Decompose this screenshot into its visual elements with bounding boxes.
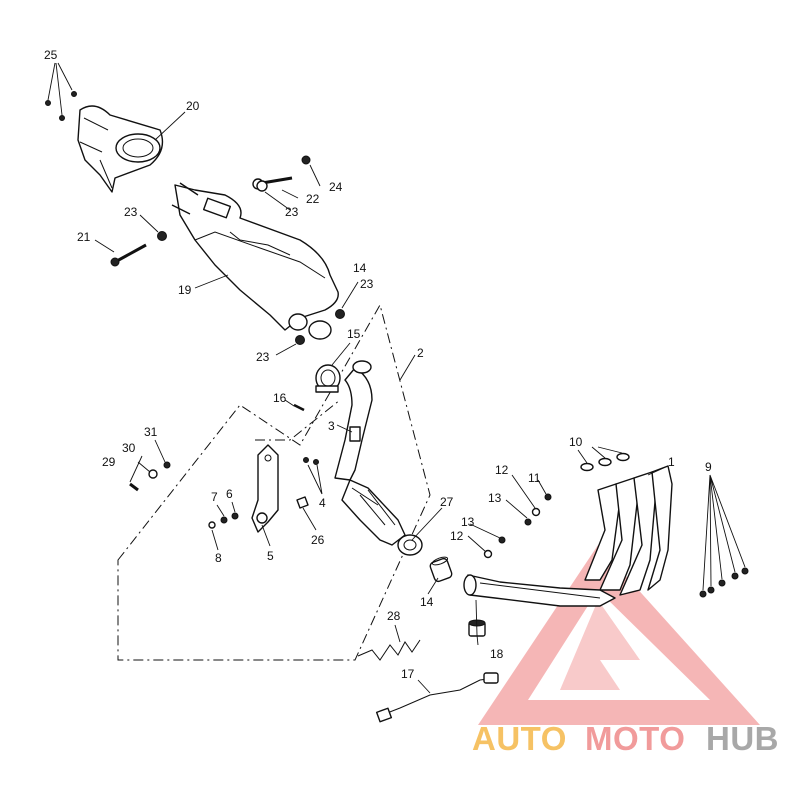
link-pipe-3: [334, 360, 406, 546]
label-30: 30: [122, 441, 136, 455]
label-8: 8: [215, 551, 222, 565]
washer-8: [208, 521, 216, 529]
clamp-15: [315, 364, 341, 393]
label-14-top: 14: [353, 261, 367, 275]
label-29: 29: [102, 455, 116, 469]
plate-26: [296, 496, 309, 509]
label-15: 15: [347, 327, 361, 341]
nut-23-bottom: [295, 335, 305, 345]
bolt-21: [110, 243, 147, 267]
muffler-19: [171, 182, 339, 340]
label-13-left: 13: [461, 515, 475, 529]
label-21: 21: [77, 230, 91, 244]
label-19: 19: [178, 283, 192, 297]
label-23-top: 23: [285, 205, 299, 219]
label-14-bottom: 14: [420, 595, 434, 609]
leader-lines: [47, 62, 746, 694]
label-1: 1: [668, 455, 675, 469]
washer-6: [231, 512, 239, 520]
label-10: 10: [569, 435, 583, 449]
nut-24: [301, 155, 311, 165]
watermark-text-moto: MOTO: [585, 720, 685, 757]
label-6: 6: [226, 487, 233, 501]
assembly-outline-lower: [117, 303, 431, 661]
nut-13-left: [498, 536, 506, 544]
label-4: 4: [319, 496, 326, 510]
label-28: 28: [387, 609, 401, 623]
label-16: 16: [273, 391, 287, 405]
bushing-14: [429, 556, 453, 583]
clip-28: [357, 639, 421, 661]
label-3: 3: [328, 419, 335, 433]
label-18: 18: [490, 647, 504, 661]
exhaust-header-1: [463, 465, 673, 607]
small-hardware: [129, 403, 319, 529]
nut-7: [220, 516, 228, 524]
nut-23-left: [157, 231, 167, 241]
washer-12-right: [531, 507, 541, 517]
nut-13-right: [524, 518, 532, 526]
nut-31: [163, 461, 171, 469]
label-9: 9: [705, 460, 712, 474]
label-13-right: 13: [488, 491, 502, 505]
label-2: 2: [417, 346, 424, 360]
washer-12-left: [483, 549, 493, 559]
label-20: 20: [186, 99, 200, 113]
label-24: 24: [329, 180, 343, 194]
label-27: 27: [440, 495, 454, 509]
clamp-27: [397, 534, 423, 556]
label-12-right: 12: [495, 463, 509, 477]
watermark-text-hub: HUB: [706, 720, 779, 757]
watermark-text-auto: AUTO: [472, 720, 567, 757]
gasket-10: [580, 452, 630, 472]
label-12-left: 12: [450, 529, 464, 543]
label-23-bottom: 23: [256, 350, 270, 364]
heat-shield-20: [77, 105, 164, 193]
washer-23-top: [256, 180, 268, 192]
label-17: 17: [401, 667, 415, 681]
label-22: 22: [306, 192, 320, 206]
nut-11: [544, 493, 552, 501]
label-26: 26: [311, 533, 325, 547]
label-25: 25: [44, 48, 58, 62]
bolt-29: [129, 482, 139, 492]
label-5: 5: [267, 549, 274, 563]
nut-23-right: [335, 309, 345, 319]
part-labels: 25 20 24 22 23 23 21 19 14 23 15 23 2 16…: [44, 48, 712, 681]
washer-30: [148, 469, 158, 479]
label-31: 31: [144, 425, 158, 439]
bolt-16: [293, 403, 305, 412]
oxygen-sensor-17: [375, 672, 499, 723]
bracket-5: [251, 444, 279, 533]
stud-9: [699, 567, 749, 598]
assembly-outline-inner: [255, 399, 341, 441]
screw-25: [45, 91, 77, 121]
label-11: 11: [528, 471, 541, 485]
label-23-right: 23: [360, 277, 374, 291]
label-7: 7: [211, 490, 218, 504]
label-23-left: 23: [124, 205, 138, 219]
